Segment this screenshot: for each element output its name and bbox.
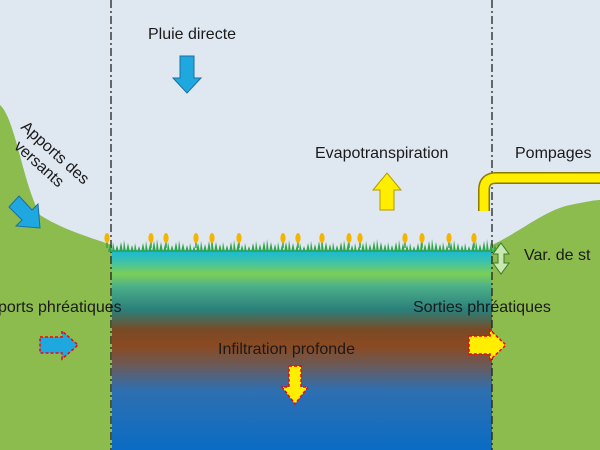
grass-tuft bbox=[174, 240, 185, 252]
flower-icon bbox=[104, 233, 110, 243]
arrow-up-icon bbox=[371, 172, 403, 211]
flower-icon bbox=[319, 233, 325, 243]
grass-tuft bbox=[350, 243, 361, 252]
arrow-right-icon bbox=[39, 329, 80, 361]
flower-icon bbox=[280, 233, 286, 243]
label-evapotranspiration: Evapotranspiration bbox=[315, 145, 448, 162]
flower-icon bbox=[402, 233, 408, 243]
left-hillslope bbox=[0, 105, 112, 450]
grass-tuft bbox=[438, 242, 449, 252]
flower-icon bbox=[193, 233, 199, 243]
grass-tuft bbox=[163, 242, 174, 252]
grass-tuft bbox=[196, 241, 207, 252]
grass-tuft bbox=[361, 241, 372, 252]
grass-tuft bbox=[119, 240, 130, 252]
vegetation-strip bbox=[104, 233, 504, 252]
grass-tuft bbox=[185, 243, 196, 252]
label-pluie-directe: Pluie directe bbox=[148, 26, 236, 43]
flower-icon bbox=[471, 233, 477, 243]
grass-tuft bbox=[372, 239, 383, 252]
flower-icon bbox=[346, 233, 352, 243]
label-var-stock: Var. de st bbox=[524, 247, 591, 264]
flower-icon bbox=[295, 233, 301, 243]
grass-tuft bbox=[262, 239, 273, 252]
grass-tuft bbox=[284, 240, 295, 252]
flower-icon bbox=[163, 233, 169, 243]
grass-tuft bbox=[306, 241, 317, 252]
grass-tuft bbox=[141, 241, 152, 252]
grass-tuft bbox=[152, 239, 163, 252]
flower-icon bbox=[419, 233, 425, 243]
grass-tuft bbox=[405, 243, 416, 252]
flower-icon bbox=[209, 233, 215, 243]
label-pompages: Pompages bbox=[515, 145, 592, 162]
flower-icon bbox=[446, 233, 452, 243]
soil-water-column bbox=[112, 250, 492, 450]
arrow-down-icon bbox=[280, 365, 310, 406]
arrow-down-icon bbox=[171, 55, 203, 94]
grass-tuft bbox=[449, 240, 460, 252]
grass-tuft bbox=[328, 242, 339, 252]
flower-icon bbox=[357, 233, 363, 243]
arrow-down-right-icon bbox=[8, 195, 41, 229]
double-arrow-vertical-icon bbox=[492, 242, 510, 275]
grass-tuft bbox=[240, 243, 251, 252]
grass-tuft bbox=[251, 241, 262, 252]
grass-tuft bbox=[482, 239, 493, 252]
flower-icon bbox=[148, 233, 154, 243]
grass-tuft bbox=[427, 239, 438, 252]
right-hillslope bbox=[492, 200, 600, 450]
grass-tuft bbox=[460, 243, 471, 252]
grass-tuft bbox=[130, 243, 141, 252]
flower-icon bbox=[236, 233, 242, 243]
grass-tuft bbox=[339, 240, 350, 252]
grass-tuft bbox=[383, 242, 394, 252]
grass-tuft bbox=[394, 240, 405, 252]
label-infiltration-profonde: Infiltration profonde bbox=[218, 341, 355, 358]
label-apports-phreatiques: ports phréatiques bbox=[0, 299, 122, 316]
grass-tuft bbox=[273, 242, 284, 252]
label-sorties-phreatiques: Sorties phréatiques bbox=[413, 299, 551, 316]
grass-tuft bbox=[229, 240, 240, 252]
grass-tuft bbox=[108, 242, 119, 252]
grass-tuft bbox=[218, 242, 229, 252]
pipe-icon bbox=[479, 173, 600, 211]
grass-tuft bbox=[471, 241, 482, 252]
grass-tuft bbox=[295, 243, 306, 252]
arrow-right-icon bbox=[468, 328, 508, 362]
